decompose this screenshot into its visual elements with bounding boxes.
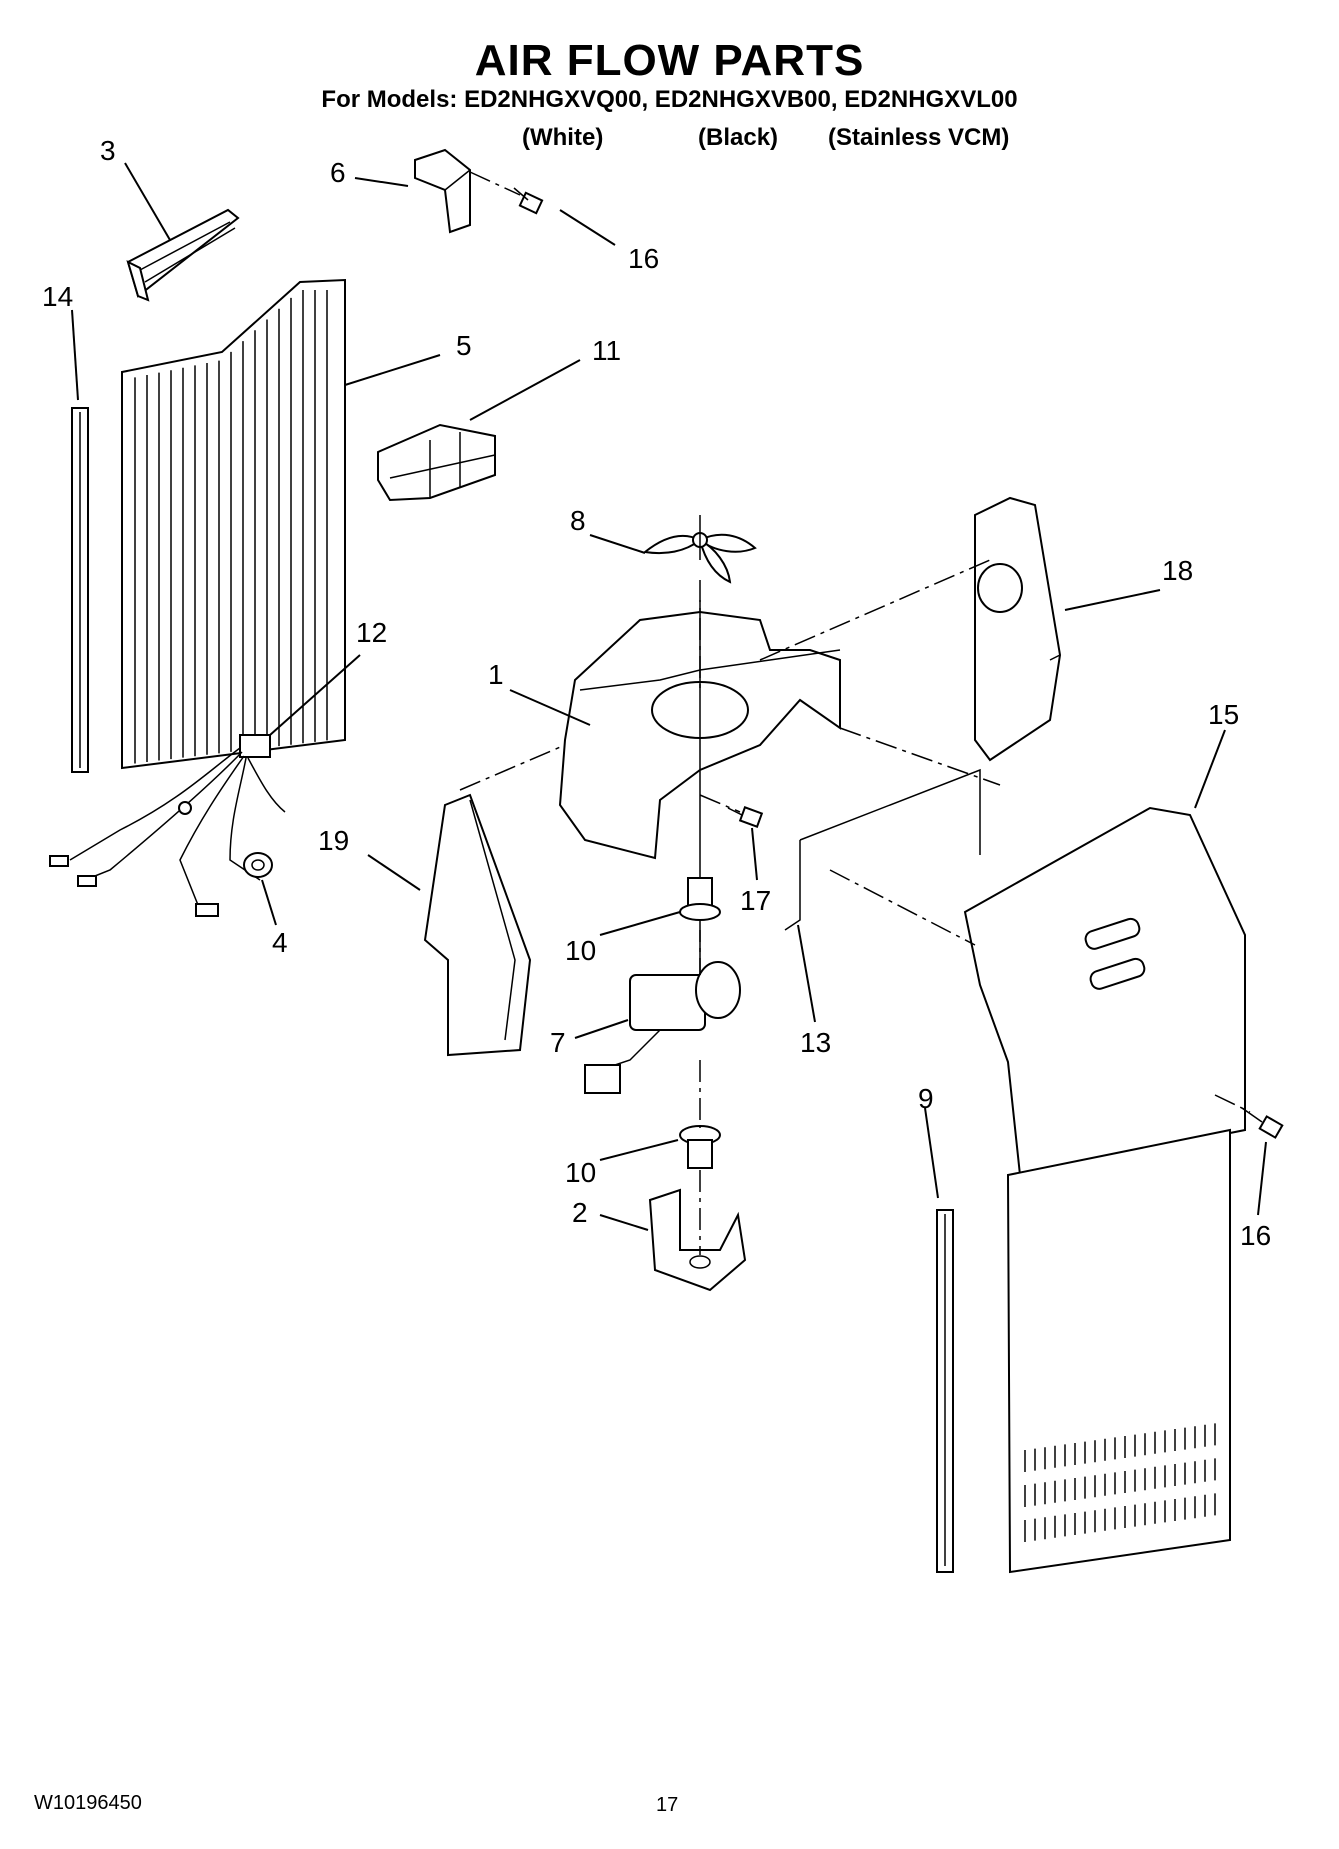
part-12-wire-harness bbox=[49, 734, 286, 917]
callout-8: 8 bbox=[570, 505, 586, 536]
part-2-motor-bracket bbox=[648, 1170, 747, 1292]
part-10-lower-bushing bbox=[679, 1060, 721, 1169]
part-4-grommet bbox=[243, 852, 273, 878]
callout-11: 11 bbox=[592, 335, 621, 366]
callout-16-right: 16 bbox=[1240, 1220, 1271, 1251]
part-3-diffuser bbox=[126, 208, 240, 302]
page-number: 17 bbox=[656, 1794, 679, 1816]
variant-stainless: (Stainless VCM) bbox=[828, 124, 1010, 151]
callout-3: 3 bbox=[100, 135, 116, 166]
part-10-upper-bushing bbox=[679, 877, 721, 921]
part-8-fan-blade bbox=[642, 515, 757, 584]
callout-17: 17 bbox=[740, 885, 771, 916]
part-9-gasket bbox=[936, 1209, 954, 1573]
callout-10-lower: 10 bbox=[565, 1157, 596, 1188]
callout-14: 14 bbox=[42, 281, 73, 312]
page-title: AIR FLOW PARTS bbox=[474, 36, 865, 85]
variant-black: (Black) bbox=[698, 124, 779, 151]
part-16-screw-right bbox=[1241, 1107, 1284, 1139]
leader-lines bbox=[71, 162, 1267, 1231]
variant-white: (White) bbox=[522, 124, 604, 151]
callout-5: 5 bbox=[456, 330, 472, 361]
callout-18: 18 bbox=[1162, 555, 1193, 586]
callout-13: 13 bbox=[800, 1027, 831, 1058]
callout-6: 6 bbox=[330, 157, 346, 188]
callout-9: 9 bbox=[918, 1083, 934, 1114]
callout-4: 4 bbox=[272, 927, 288, 958]
callout-numbers: 3 6 16 14 5 11 8 18 12 1 15 19 4 17 10 7… bbox=[42, 135, 1271, 1251]
part-1-fan-shroud bbox=[558, 600, 841, 880]
assembly-lines bbox=[459, 559, 1251, 1113]
callout-12: 12 bbox=[356, 617, 387, 648]
callout-1: 1 bbox=[488, 659, 504, 690]
part-5-duct-panel bbox=[121, 278, 346, 770]
part-17-screw bbox=[699, 794, 764, 828]
callout-7: 7 bbox=[550, 1027, 566, 1058]
part-16-screw-top bbox=[469, 171, 544, 215]
document-number: W10196450 bbox=[34, 1792, 142, 1814]
model-list: For Models: ED2NHGXVQ00, ED2NHGXVB00, ED… bbox=[321, 86, 1018, 113]
part-6-bracket bbox=[414, 148, 471, 234]
callout-15: 15 bbox=[1208, 699, 1239, 730]
part-14-gasket bbox=[71, 407, 89, 773]
part-13-bracket-wire bbox=[784, 768, 981, 931]
callout-10-upper: 10 bbox=[565, 935, 596, 966]
part-18-side-cover bbox=[974, 496, 1062, 762]
callout-2: 2 bbox=[572, 1197, 588, 1228]
part-11-damper bbox=[377, 423, 496, 502]
callout-19: 19 bbox=[318, 825, 349, 856]
part-15-evaporator-cover bbox=[963, 806, 1246, 1574]
part-7-fan-motor bbox=[584, 930, 741, 1094]
part-19-side-cover bbox=[423, 793, 532, 1057]
callout-16-top: 16 bbox=[628, 243, 659, 274]
